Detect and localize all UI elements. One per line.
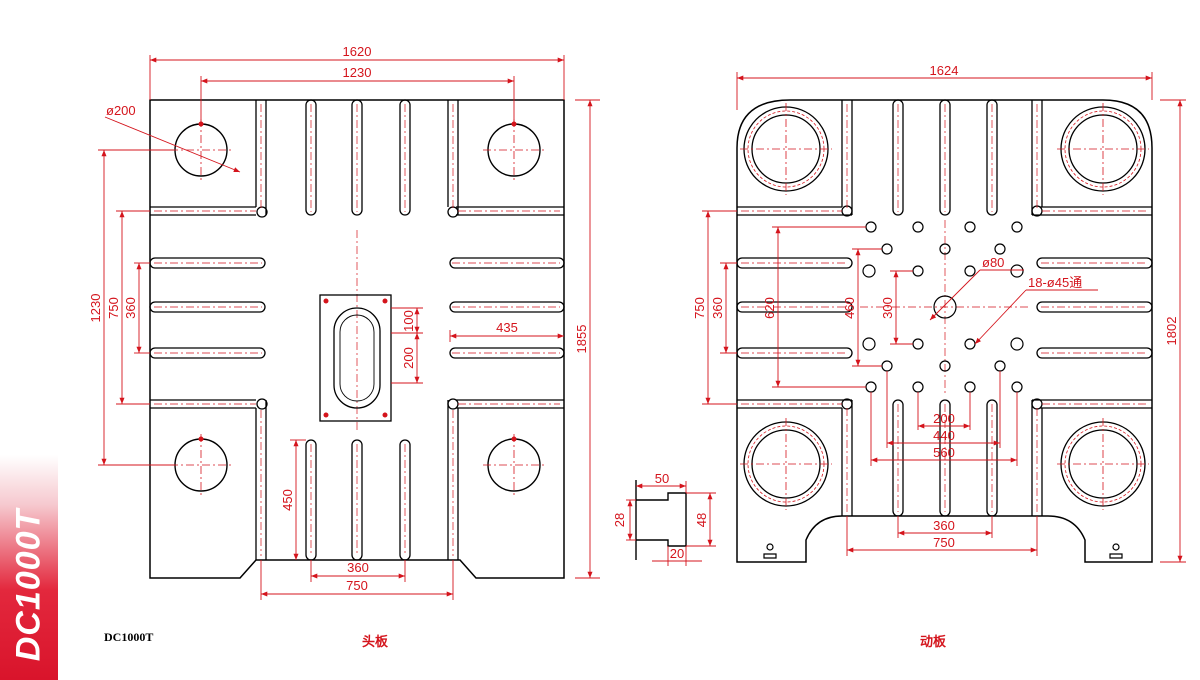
dim-tie-bar-spacing-h: 1230 [343, 65, 372, 80]
dim-right-360: 360 [710, 297, 725, 319]
dim-slot-750: 750 [106, 297, 121, 319]
left-plate: 1620 1230 ø200 1855 1230 750 360 100 200… [88, 44, 600, 600]
dim-center-100: 100 [401, 310, 416, 332]
left-tie-bar-centerlines [170, 119, 545, 496]
dim-d20: 20 [670, 546, 684, 561]
sidebar-banner [0, 455, 58, 680]
right-dimensions [702, 72, 1186, 563]
dim-right-560: 560 [933, 445, 955, 460]
dim-slot-435: 435 [496, 320, 518, 335]
dim-d50: 50 [655, 471, 669, 486]
right-plate-outline [736, 99, 1153, 563]
dim-right-460: 460 [842, 297, 857, 319]
right-dimension-texts: 1624 1802 750 360 620 460 300 ø80 18-ø45… [692, 63, 1179, 550]
dim-right-200: 200 [933, 411, 955, 426]
dim-overall-width: 1620 [343, 44, 372, 59]
dim-bottom-750: 750 [346, 578, 368, 593]
dim-right-750: 750 [692, 297, 707, 319]
right-boss-centerlines [740, 103, 1149, 510]
dim-right-300: 300 [880, 297, 895, 319]
left-corner-slots [150, 100, 564, 560]
dim-center-hole: ø80 [982, 255, 1004, 270]
dim-slot-360: 360 [123, 297, 138, 319]
right-plate: 1624 1802 750 360 620 460 300 ø80 18-ø45… [692, 63, 1186, 563]
dim-right-overall-width: 1624 [930, 63, 959, 78]
dim-tie-bar-spacing-v: 1230 [88, 294, 103, 323]
t-slot-detail: 50 28 48 20 [612, 471, 716, 566]
dim-tie-bar-diameter: ø200 [106, 103, 136, 118]
dim-right-620: 620 [762, 297, 777, 319]
dim-right-overall-height: 1802 [1164, 317, 1179, 346]
dim-d28: 28 [612, 513, 627, 527]
model-label: DC1000T [104, 630, 154, 644]
right-bottom-bolt-holes [763, 543, 1123, 559]
right-slot-centerlines [741, 104, 1148, 512]
left-center-plate [319, 294, 392, 422]
left-dimensions [98, 55, 600, 600]
dim-right-bottom-750: 750 [933, 535, 955, 550]
right-corner-slots [737, 100, 1152, 516]
dim-bottom-450: 450 [280, 489, 295, 511]
left-bolt-dots [198, 121, 517, 442]
t-slot-profile [635, 480, 687, 560]
left-dimension-texts: 1620 1230 ø200 1855 1230 750 360 100 200… [88, 44, 589, 593]
dim-overall-height: 1855 [574, 325, 589, 354]
dim-bottom-360: 360 [347, 560, 369, 575]
dim-center-200: 200 [401, 347, 416, 369]
dim-holes-note: 18-ø45通 [1028, 275, 1082, 290]
dim-d48: 48 [694, 513, 709, 527]
dim-right-440: 440 [933, 428, 955, 443]
dim-right-bottom-360: 360 [933, 518, 955, 533]
left-plate-caption: 头板 [362, 635, 389, 650]
left-slot-centerlines [154, 104, 560, 556]
right-plate-caption: 动板 [920, 635, 947, 650]
left-plate-outline [149, 99, 565, 579]
